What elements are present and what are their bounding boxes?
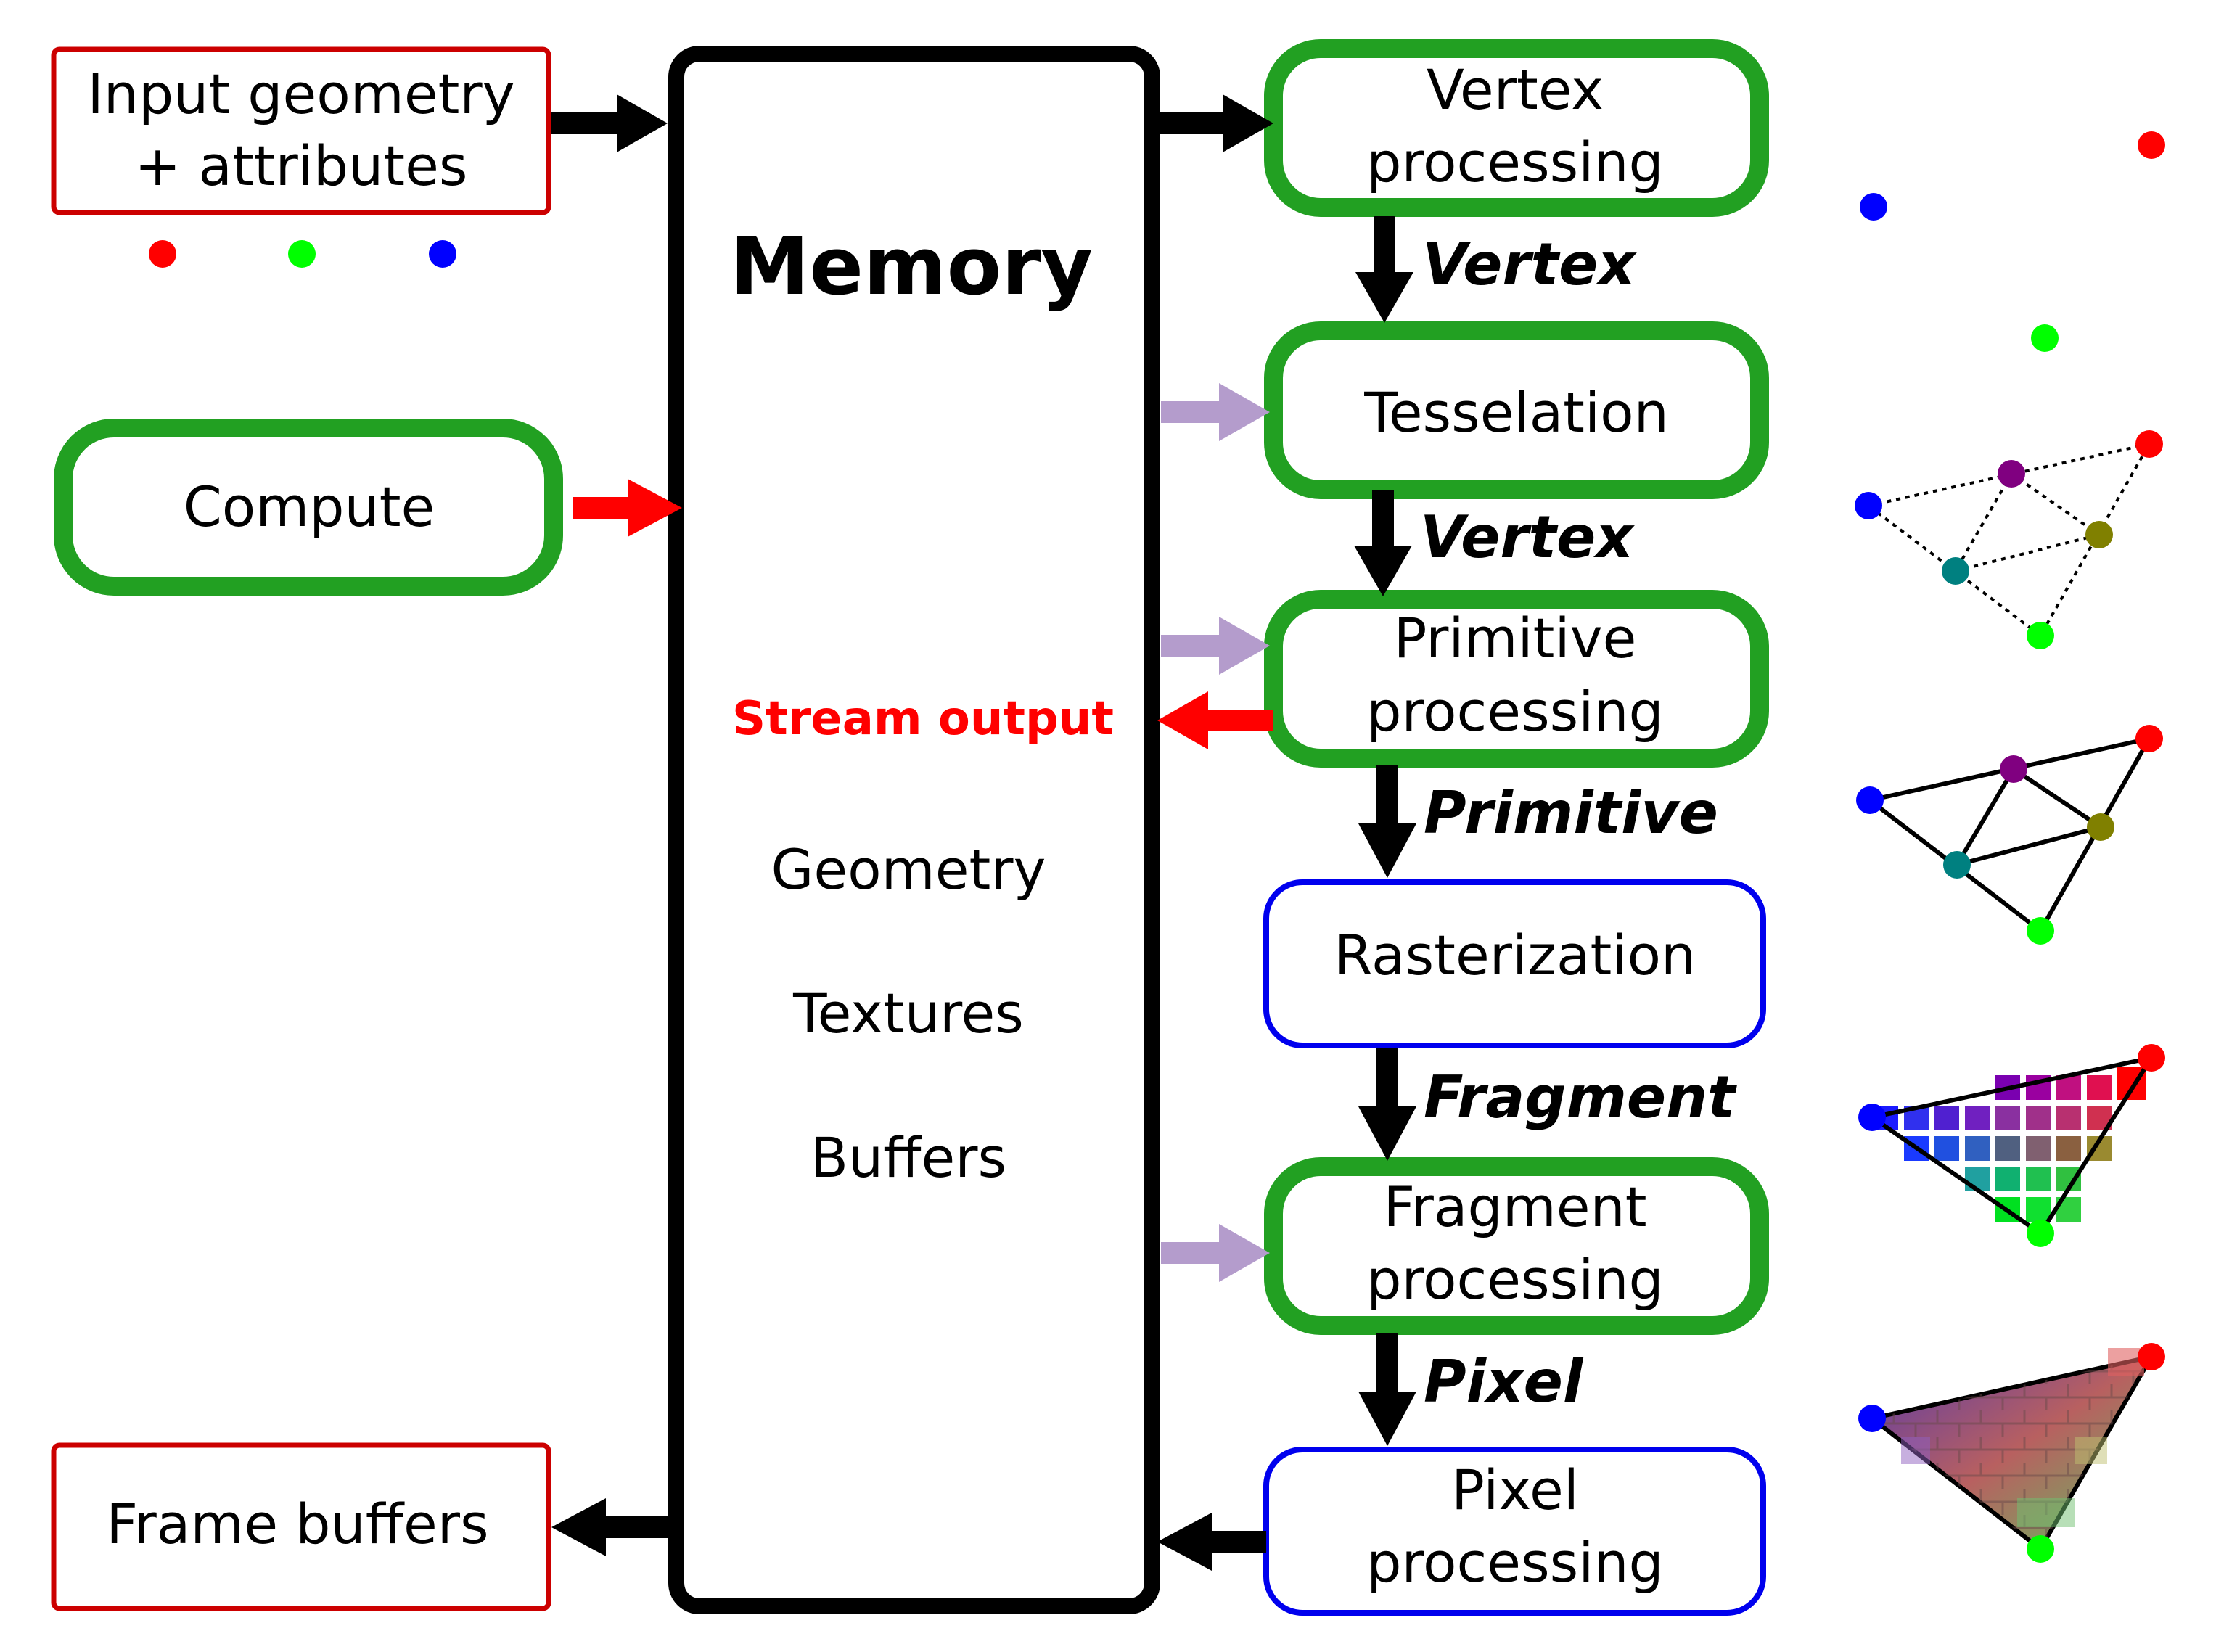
compute-to-memory-arrow — [573, 479, 682, 537]
fragment-flow-label: Fragment — [1424, 1064, 1737, 1131]
pixel-processing-label-2: processing — [1366, 1530, 1664, 1595]
pixel-processing-label-1: Pixel — [1451, 1458, 1579, 1522]
buffers-label: Buffers — [811, 1125, 1006, 1190]
primitive-processing-box: Primitive processing — [1264, 590, 1769, 768]
vertex-flow-label-1: Vertex — [1422, 231, 1637, 298]
fragment-processing-label-1: Fragment — [1383, 1175, 1646, 1239]
scattered-vertices-icon — [1860, 131, 2165, 352]
vertex-processing-label-1: Vertex — [1427, 57, 1604, 122]
primitive-triangle-icon — [1856, 725, 2163, 945]
pixel-processing-box: Pixel processing — [1263, 1447, 1766, 1616]
primitive-flow-label: Primitive — [1424, 779, 1718, 847]
memory-read-arrow-tesselation — [1161, 383, 1270, 441]
frame-buffers-label: Frame buffers — [106, 1492, 488, 1556]
memory-to-frame-buffers-arrow — [551, 1498, 675, 1556]
tesselation-box: Tesselation — [1264, 321, 1769, 499]
textures-label: Textures — [792, 981, 1024, 1045]
vertex-flow-label-2: Vertex — [1420, 504, 1635, 571]
input-geometry-label-1: Input geometry — [87, 62, 514, 126]
vertex-processing-box: Vertex processing — [1264, 39, 1769, 217]
memory-read-arrow-primitive — [1161, 617, 1270, 675]
tesselation-label: Tesselation — [1363, 380, 1668, 445]
vertex-processing-label-2: processing — [1366, 130, 1664, 194]
rgb-attribute-dots — [149, 240, 456, 268]
vertex-flow-arrow-2: Vertex — [1354, 490, 1635, 596]
input-geometry-box: Input geometry + attributes — [51, 46, 551, 215]
textured-pixel-triangle-icon — [1858, 1343, 2165, 1563]
geometry-label: Geometry — [771, 837, 1046, 902]
pixel-to-memory-arrow — [1157, 1513, 1266, 1571]
rasterization-label: Rasterization — [1334, 923, 1696, 987]
vertex-flow-arrow-1: Vertex — [1355, 216, 1637, 323]
compute-label: Compute — [184, 474, 435, 539]
memory-to-vertex-arrow — [1157, 94, 1273, 152]
fragment-processing-label-2: processing — [1366, 1247, 1664, 1312]
fragment-processing-box: Fragment processing — [1264, 1157, 1769, 1335]
fragment-grid-icon — [1858, 1044, 2165, 1247]
primitive-processing-label-2: processing — [1366, 679, 1664, 744]
stream-output-arrow — [1157, 691, 1273, 749]
blue-attribute-dot — [429, 240, 456, 268]
compute-box: Compute — [54, 419, 563, 596]
input-geometry-label-2: + attributes — [135, 133, 468, 198]
memory-block: Memory Stream output Geometry Textures B… — [668, 46, 1160, 1614]
pixel-flow-arrow: Pixel — [1358, 1333, 1584, 1446]
frame-buffers-box: Frame buffers — [51, 1442, 551, 1611]
red-attribute-dot — [149, 240, 176, 268]
dotted-tessellated-triangle-icon — [1855, 430, 2163, 649]
primitive-processing-label-1: Primitive — [1394, 606, 1637, 670]
fragment-flow-arrow: Fragment — [1358, 1048, 1737, 1161]
green-attribute-dot — [288, 240, 316, 268]
primitive-flow-arrow: Primitive — [1358, 765, 1718, 878]
memory-read-arrow-fragment — [1161, 1224, 1270, 1282]
stream-output-label: Stream output — [732, 692, 1114, 746]
pixel-flow-label: Pixel — [1424, 1348, 1584, 1415]
memory-title: Memory — [730, 220, 1093, 313]
rasterization-box: Rasterization — [1263, 879, 1766, 1048]
input-to-memory-arrow — [551, 94, 668, 152]
